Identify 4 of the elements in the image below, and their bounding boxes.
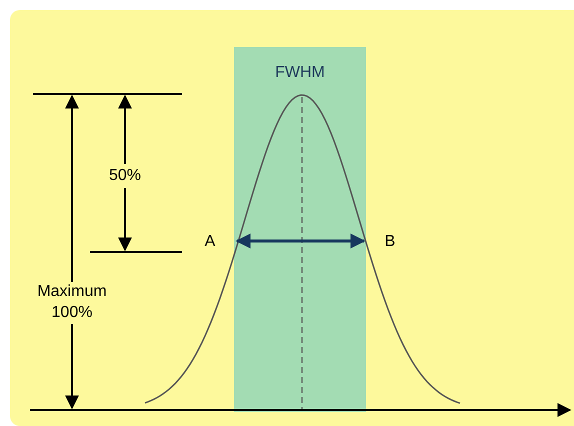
band-title: FWHM	[275, 63, 325, 83]
highlight-band	[234, 47, 366, 412]
axis-label: A	[204, 232, 216, 252]
axis-label: B	[384, 232, 396, 252]
